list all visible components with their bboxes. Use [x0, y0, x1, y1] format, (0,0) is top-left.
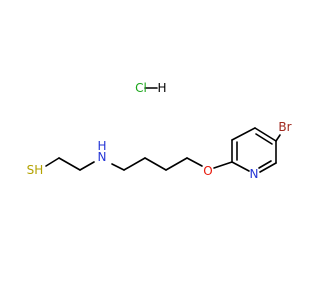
bromine-label: Br [278, 120, 291, 134]
hcl-hydrogen-label: H [157, 81, 166, 95]
ring-bond-c6-n-inner [258, 160, 272, 169]
ring-bond-c3-c4 [231, 127, 256, 141]
c2-o-bond [213, 161, 233, 169]
amine-hydrogen-label: H [97, 139, 106, 153]
c5-br-bond [275, 134, 281, 142]
chain-bond-3 [123, 157, 146, 171]
oxygen-label: O [203, 164, 212, 178]
ch2-s-bond [45, 157, 60, 167]
c4-n-bond [111, 163, 125, 171]
chain-bond-2 [144, 157, 167, 171]
ethyl-chain [45, 157, 95, 171]
molecule-canvas: Cl H Br N O N H SH [27, 81, 292, 181]
ring-bond-c6-n [259, 162, 277, 173]
ring-bond-c4-c5-inner [255, 133, 273, 145]
ring-bond-n-c2 [231, 161, 250, 172]
thiol-label: SH [27, 163, 44, 177]
chain-bond-1 [165, 157, 188, 171]
amine-nitrogen-label: N [98, 150, 107, 164]
o-c1-bond [186, 157, 203, 167]
ch2-ch2-bond [58, 157, 81, 171]
pyridine-ring [231, 127, 277, 173]
ring-bond-c4-c5 [254, 127, 277, 142]
pyridine-nitrogen-label: N [250, 167, 259, 181]
n-ch2-bond [79, 161, 95, 171]
hcl-chlorine-label: Cl [135, 81, 147, 95]
butyl-chain [111, 157, 203, 171]
structure-drawing: Cl H Br N O N H SH [27, 81, 292, 181]
